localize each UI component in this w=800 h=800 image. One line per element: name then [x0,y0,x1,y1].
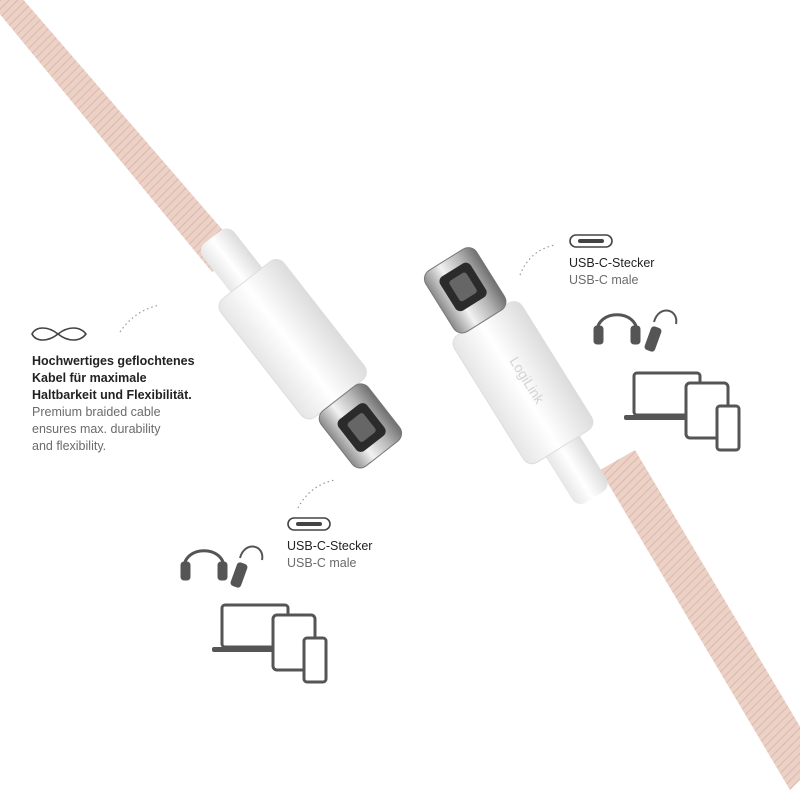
connector-right-label-de: USB-C-Stecker [569,256,655,270]
connector-left-label-en: USB-C male [287,556,357,570]
callout-line-feature [119,304,161,333]
smartphone-icon [715,404,741,452]
braided-cable-right [600,450,800,790]
connector-right-label-en: USB-C male [569,273,639,287]
device-icons-left [180,545,328,684]
feature-title-en-line-1: Premium braided cable [32,405,161,419]
device-icons-right [593,309,741,452]
connector-label-left: USB-C-Stecker USB-C male [287,538,417,572]
headphones-icon [593,313,641,345]
usb-c-port-icon [569,234,613,248]
feature-description: Hochwertiges geflochtenes Kabel für maxi… [32,353,232,455]
feature-title-de-line-3: Haltbarkeit und Flexibilität. [32,388,192,402]
earbud-icon [644,309,678,352]
connector-label-right: USB-C-Stecker USB-C male [569,255,699,289]
headphones-icon [180,549,228,581]
smartphone-icon [302,636,328,684]
feature-title-en-line-3: and flexibility. [32,439,107,453]
cable-right: LogiLink [423,247,800,790]
feature-title-en-line-2: ensures max. durability [32,422,161,436]
infinity-icon [31,327,88,341]
cable-left [0,0,403,469]
callout-line-right [519,244,556,276]
feature-title-de-line-2: Kabel für maximale [32,371,147,385]
callout-line-left [297,479,336,509]
feature-title-de-line-1: Hochwertiges geflochtenes [32,354,195,368]
braided-cable-left [0,0,240,272]
usb-c-port-icon [287,517,331,531]
earbud-icon [230,545,264,588]
connector-left-label-de: USB-C-Stecker [287,539,373,553]
